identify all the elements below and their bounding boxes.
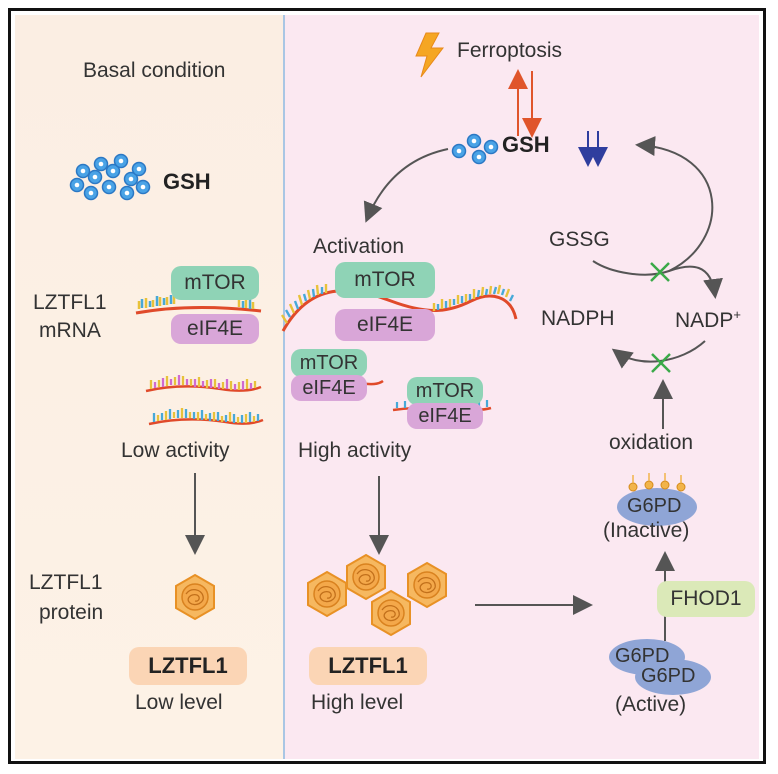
fhod1-label: FHOD1 bbox=[657, 581, 755, 617]
lztfl1-protein-left bbox=[175, 574, 215, 620]
low-level-label: Low level bbox=[135, 691, 223, 714]
mrna-strand-left-small-1 bbox=[145, 375, 262, 393]
nadp-label: NADP+ bbox=[675, 307, 741, 332]
mrna-label-line2: mRNA bbox=[39, 319, 101, 342]
g6pd-active-blob bbox=[609, 639, 711, 695]
diagram-graphics bbox=[69, 32, 723, 695]
gssg-label: GSSG bbox=[549, 228, 610, 251]
g6pd-active-label-2: G6PD bbox=[641, 665, 696, 687]
mrna-strand-left-small-2 bbox=[148, 408, 264, 426]
gssg-to-nadp-arrow bbox=[592, 260, 723, 299]
basal-condition-title: Basal condition bbox=[83, 59, 226, 82]
g6pd-inactive-blob bbox=[617, 473, 697, 526]
high-activity-label: High activity bbox=[298, 439, 412, 462]
mrna-label-line1: LZTFL1 bbox=[33, 291, 107, 314]
active-label: (Active) bbox=[615, 693, 687, 716]
g6pd-active-label-1: G6PD bbox=[615, 645, 670, 667]
lightning-icon bbox=[415, 32, 445, 78]
lztfl1-badge-left: LZTFL1 bbox=[129, 647, 247, 685]
ferroptosis-label: Ferroptosis bbox=[457, 39, 563, 62]
mtor-label-right-small-1: mTOR bbox=[291, 349, 367, 377]
gsh-beads-left bbox=[69, 153, 151, 201]
mrna-strand-left-main bbox=[135, 294, 262, 315]
lztfl1-badge-right: LZTFL1 bbox=[309, 647, 427, 685]
inactive-label: (Inactive) bbox=[603, 519, 690, 542]
inhibit-x-icon-top bbox=[650, 262, 670, 282]
inhibit-x-icon-bottom bbox=[651, 353, 671, 373]
activation-label: Activation bbox=[313, 235, 405, 258]
protein-label-line1: LZTFL1 bbox=[29, 571, 103, 594]
gsh-beads-right bbox=[451, 133, 499, 165]
panel-divider bbox=[283, 15, 285, 759]
lztfl1-protein-cluster bbox=[307, 554, 447, 636]
oxidation-label: oxidation bbox=[609, 431, 694, 454]
eif4e-label-right-main: eIF4E bbox=[335, 309, 435, 341]
gsh-label-left: GSH bbox=[163, 169, 211, 194]
eif4e-label-left: eIF4E bbox=[171, 314, 259, 344]
gsh-label-right: GSH bbox=[502, 132, 550, 157]
protein-label-line2: protein bbox=[39, 601, 104, 624]
mtor-label-left: mTOR bbox=[171, 266, 259, 300]
nadp-to-nadph-arrow bbox=[611, 340, 706, 369]
nadph-label: NADPH bbox=[541, 307, 615, 330]
high-level-label: High level bbox=[311, 691, 404, 714]
mtor-label-right-main: mTOR bbox=[335, 262, 435, 298]
g6pd-inactive-label: G6PD bbox=[627, 495, 682, 517]
gsh-regeneration-arrow bbox=[635, 136, 714, 272]
figure-frame: Basal condition GSH LZTFL1 mRNA mTOR eIF… bbox=[8, 8, 766, 764]
mtor-label-right-small-2: mTOR bbox=[407, 377, 483, 405]
eif4e-label-right-small-2: eIF4E bbox=[407, 403, 483, 429]
eif4e-label-right-small-1: eIF4E bbox=[291, 375, 367, 401]
gsh-activation-arrow bbox=[363, 148, 449, 223]
low-activity-label: Low activity bbox=[121, 439, 230, 462]
